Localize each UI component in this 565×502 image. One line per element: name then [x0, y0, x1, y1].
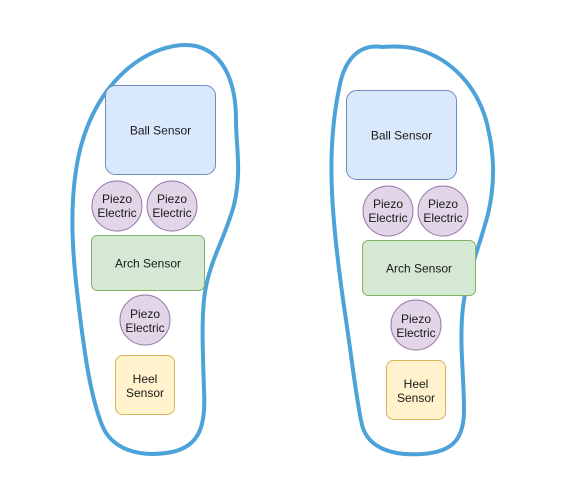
right-insole: Ball Sensor Piezo Electric Piezo Electri…: [329, 44, 496, 457]
piezo-electric-sensor: Piezo Electric: [390, 299, 442, 351]
piezo-label-line2: Electric: [97, 206, 136, 220]
ball-sensor-label: Ball Sensor: [130, 124, 191, 138]
piezo-label-line1: Piezo: [401, 312, 431, 326]
heel-sensor-label-line2: Sensor: [126, 386, 164, 400]
ball-sensor: Ball Sensor: [346, 90, 457, 180]
left-foot-outline: [70, 43, 241, 456]
right-foot-outline: [329, 44, 496, 457]
piezo-electric-sensor: Piezo Electric: [417, 185, 469, 237]
arch-sensor: Arch Sensor: [362, 240, 476, 296]
arch-sensor: Arch Sensor: [91, 235, 205, 291]
piezo-label-line2: Electric: [423, 211, 462, 225]
heel-sensor: Heel Sensor: [115, 355, 175, 415]
piezo-electric-sensor: Piezo Electric: [146, 180, 198, 232]
left-insole: Ball Sensor Piezo Electric Piezo Electri…: [70, 43, 241, 456]
ball-sensor-label: Ball Sensor: [371, 129, 432, 143]
heel-sensor: Heel Sensor: [386, 360, 446, 420]
piezo-label-line2: Electric: [368, 211, 407, 225]
piezo-label-line2: Electric: [396, 326, 435, 340]
heel-sensor-label-line2: Sensor: [397, 391, 435, 405]
arch-sensor-label: Arch Sensor: [386, 262, 452, 276]
piezo-label-line1: Piezo: [130, 307, 160, 321]
piezo-label-line1: Piezo: [102, 192, 132, 206]
heel-sensor-label-line1: Heel: [133, 372, 158, 386]
piezo-label-line1: Piezo: [157, 192, 187, 206]
piezo-label-line1: Piezo: [428, 197, 458, 211]
piezo-label-line2: Electric: [125, 321, 164, 335]
ball-sensor: Ball Sensor: [105, 85, 216, 175]
heel-sensor-label-line1: Heel: [404, 377, 429, 391]
piezo-electric-sensor: Piezo Electric: [91, 180, 143, 232]
piezo-label-line2: Electric: [152, 206, 191, 220]
piezo-electric-sensor: Piezo Electric: [119, 294, 171, 346]
piezo-electric-sensor: Piezo Electric: [362, 185, 414, 237]
arch-sensor-label: Arch Sensor: [115, 257, 181, 271]
piezo-label-line1: Piezo: [373, 197, 403, 211]
